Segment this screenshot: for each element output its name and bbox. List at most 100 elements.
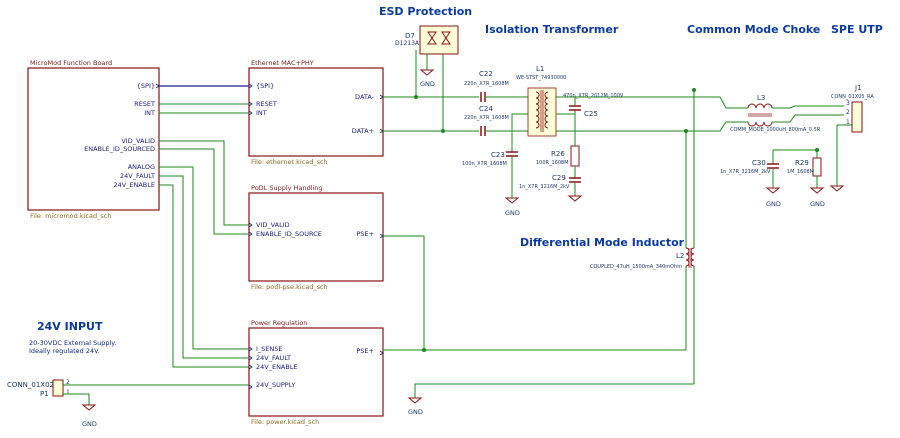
sheet-power-file: File: power.kicad_sch [251,418,319,426]
r26-value: 100R_1608M [536,160,569,166]
sheet-podl-file: File: podl-pse.kicad_sch [251,283,328,291]
j1-value: CONN_01X05_RA [831,94,874,100]
pin-micromod-int: INT [144,109,155,117]
d7-value: D1213A [395,40,420,47]
gnd-c23-icon [504,197,520,204]
input-note-line1: 20-30VDC External Supply. [29,339,116,347]
sheet-podl[interactable]: PoDL Supply Handling File: podl-pse.kica… [248,184,384,291]
l2-coil-b-icon [690,247,695,267]
r29-ref: R29 [795,159,809,167]
wire-analog-isense[interactable] [159,166,249,350]
gnd-r29-icon [809,187,825,194]
c22-ref: C22 [479,70,493,78]
inductor-l2[interactable]: L2 COUPLED_47uH_1500mA_340mOhm [590,90,695,384]
c22-value: 220n_X7R_1608M [464,81,509,87]
r26-ref: R26 [551,150,565,158]
c23-ref: C23 [491,151,505,159]
j1-ref: J1 [854,84,862,92]
c24-value: 220n_X7R_1608M [464,115,509,121]
sheet-power[interactable]: Power Regulation File: power.kicad_sch I… [248,319,384,426]
wire-24v-enable[interactable] [159,184,249,368]
l2-coil-a-icon [685,247,690,267]
gnd-l2-icon [407,397,423,404]
title-esd-protection: ESD Protection [379,5,472,18]
l1-primary-coil-icon [535,91,540,129]
l3-value: COMM_MODE_1000uH_800mA_0.5R [730,127,821,133]
wire-24v-fault[interactable] [159,175,249,359]
wire-podl-pse[interactable] [383,235,425,350]
esd-diode-d7[interactable]: D7 D1213A GND [395,25,459,88]
pin-power-24v-supply: 24V_SUPPLY [256,381,295,389]
capacitor-c25[interactable]: 470n_X7R_2012M_100V C25 [556,93,624,118]
pin-ethernet-spi: {SPI} [256,82,274,90]
input-note-line2: Ideally regulated 24V. [29,347,100,355]
title-differential-mode-inductor: Differential Mode Inductor [520,236,685,249]
pin-micromod-24v-fault: 24V_FAULT [120,172,155,180]
pin-power-i-sense: I_SENSE [256,345,283,353]
resistor-r29[interactable]: R29 1M_1608M GND [787,150,825,208]
wire-enable-id-source[interactable] [159,148,249,235]
d7-diode-icon [427,31,451,45]
p1-ref: P1 [40,390,49,398]
j1-pin-1: 1 [846,119,850,126]
pin-ethernet-reset: RESET [256,100,277,108]
p1-pin-1: 1 [66,389,70,396]
p1-value: CONN_01X02 [7,381,54,389]
wire-l1-c23 [511,113,528,152]
resistor-r26[interactable]: R26 100R_1608M [536,114,580,178]
choke-l3[interactable]: L3 COMM_MODE_1000uH_800mA_0.5R [686,94,844,133]
c25-value: 470n_X7R_2012M_100V [563,93,624,99]
pin-power-pse-plus: PSE+ [356,347,374,355]
pin-micromod-vid-valid: VID_VALID [121,137,155,145]
pin-micromod-spi: {SPI} [137,82,155,90]
j1-pin-2: 2 [846,109,850,116]
gnd-c23-label: GND [505,209,520,217]
l1-value: WE-STST_74930000 [516,75,566,81]
connector-j1[interactable]: J1 CONN_01X05_RA 3 2 1 [829,84,874,192]
sheet-podl-box[interactable] [248,192,384,282]
sheet-micromod-box[interactable] [27,67,160,211]
pin-power-24v-fault: 24V_FAULT [256,354,291,362]
wire-vid-valid[interactable] [159,140,249,226]
c29-ref: C29 [552,174,566,182]
d7-ref: D7 [405,32,415,40]
sheet-micromod[interactable]: MicroMod Function Board File: micromod.k… [27,59,160,220]
pin-ethernet-data-minus: DATA- [355,93,375,101]
pin-micromod-analog: ANALOG [128,163,155,171]
title-isolation-transformer: Isolation Transformer [485,23,619,36]
l2-value: COUPLED_47uH_1500mA_340mOhm [590,264,682,270]
pin-micromod-24v-enable: 24V_ENABLE [113,181,155,189]
l3-coil-b-icon [747,121,773,127]
sheet-ethernet[interactable]: Ethernet MAC+PHY File: ethernet.kicad_sc… [248,59,384,166]
sheet-ethernet-name: Ethernet MAC+PHY [251,59,314,67]
capacitor-c29[interactable]: C29 1n_X7R_3216M_2kV [519,174,583,202]
pin-podl-pse-plus: PSE+ [356,230,374,238]
connector-p1[interactable]: CONN_01X02 P1 2 1 GND [7,379,249,428]
capacitor-c23[interactable]: C23 100n_X7R_1608M GND [462,113,528,217]
sheet-ethernet-box[interactable] [248,67,384,157]
l3-ref: L3 [757,94,765,102]
junction-pse [422,348,426,352]
wire-l2-gnd[interactable] [414,383,694,398]
pin-ethernet-int: INT [256,109,267,117]
title-24v-input: 24V INPUT [37,320,103,333]
c30-value: 1n_X7R_3216M_2kV [720,169,771,175]
sheet-power-name: Power Regulation [251,319,307,327]
gnd-c30-icon [765,187,781,194]
title-spe-utp: SPE UTP [831,23,883,36]
c29-value: 1n_X7R_3216M_2kV [519,184,570,190]
gnd-j1-icon [829,185,845,192]
l2-ref: L2 [676,252,684,260]
sheet-power-box[interactable] [248,327,384,417]
l3-coil-a-icon [747,103,773,109]
gnd-d7-icon [419,69,435,76]
gnd-p1-icon [81,404,97,411]
transformer-l1[interactable]: L1 WE-STST_74930000 [516,65,566,137]
sheet-podl-name: PoDL Supply Handling [251,184,323,192]
pin-micromod-reset: RESET [134,100,155,108]
gnd-r29-label: GND [810,200,825,208]
c24-ref: C24 [479,105,493,113]
capacitor-c30[interactable]: C30 1n_X7R_3216M_2kV GND [720,150,781,208]
junction-shield [815,148,819,152]
